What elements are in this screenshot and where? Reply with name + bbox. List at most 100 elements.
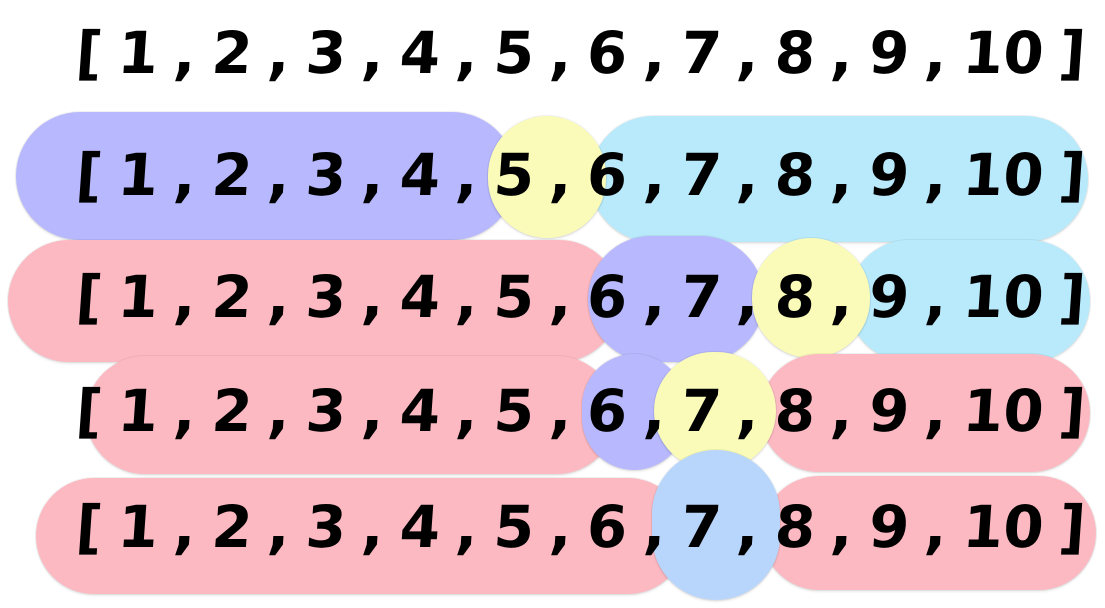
comma: , bbox=[922, 141, 950, 209]
comma: , bbox=[359, 377, 387, 445]
array-element-7: 7 bbox=[678, 377, 725, 445]
array-row-3: [1,2,3,4,5,6,7,8,9,10] bbox=[74, 252, 1089, 342]
comma: , bbox=[359, 263, 387, 331]
array-element-2: 2 bbox=[209, 377, 255, 445]
close-bracket: ] bbox=[1056, 263, 1089, 331]
comma: , bbox=[265, 141, 293, 209]
array-element-9: 9 bbox=[866, 19, 912, 87]
comma: , bbox=[828, 377, 856, 445]
comma: , bbox=[547, 19, 575, 87]
array-element-4: 4 bbox=[397, 263, 443, 331]
comma: , bbox=[922, 19, 950, 87]
comma: , bbox=[547, 141, 575, 209]
array-element-6: 6 bbox=[585, 19, 631, 87]
row3-discarded-highlight bbox=[8, 240, 620, 362]
array-element-6: 6 bbox=[585, 141, 631, 209]
array-element-2: 2 bbox=[209, 141, 255, 209]
array-element-2: 2 bbox=[209, 493, 255, 561]
array-element-8: 8 bbox=[772, 19, 818, 87]
comma: , bbox=[734, 263, 762, 331]
comma: , bbox=[922, 377, 950, 445]
array-element-9: 9 bbox=[866, 377, 912, 445]
comma: , bbox=[453, 263, 481, 331]
comma: , bbox=[171, 377, 199, 445]
array-element-10: 10 bbox=[960, 377, 1046, 445]
array-element-3: 3 bbox=[303, 141, 349, 209]
open-bracket: [ bbox=[73, 377, 105, 445]
array-element-8: 8 bbox=[772, 493, 818, 561]
close-bracket: ] bbox=[1056, 377, 1089, 445]
array-element-5: 5 bbox=[491, 377, 537, 445]
array-element-1: 1 bbox=[115, 377, 161, 445]
array-row-4: [1,2,3,4,5,6,7,8,9,10] bbox=[73, 366, 1089, 456]
row3-right-half-highlight bbox=[848, 240, 1090, 362]
array-element-10: 10 bbox=[960, 19, 1046, 87]
comma: , bbox=[547, 263, 575, 331]
array-element-1: 1 bbox=[115, 19, 161, 87]
array-element-4: 4 bbox=[397, 19, 443, 87]
comma: , bbox=[828, 493, 856, 561]
row2-midpoint-highlight bbox=[488, 116, 606, 238]
array-element-10: 10 bbox=[960, 141, 1046, 209]
array-element-1: 1 bbox=[115, 493, 161, 561]
comma: , bbox=[734, 141, 762, 209]
array-element-3: 3 bbox=[303, 493, 349, 561]
open-bracket: [ bbox=[73, 141, 105, 209]
array-element-3: 3 bbox=[303, 377, 349, 445]
comma: , bbox=[641, 19, 668, 87]
array-element-7: 7 bbox=[678, 19, 725, 87]
comma: , bbox=[828, 141, 856, 209]
comma: , bbox=[265, 377, 293, 445]
comma: , bbox=[265, 263, 293, 331]
array-element-7: 7 bbox=[678, 141, 725, 209]
array-element-4: 4 bbox=[397, 493, 443, 561]
comma: , bbox=[641, 377, 668, 445]
row5-found-highlight bbox=[652, 450, 780, 600]
array-row-2: [1,2,3,4,5,6,7,8,9,10] bbox=[73, 130, 1089, 220]
array-element-3: 3 bbox=[303, 19, 349, 87]
array-element-7: 7 bbox=[678, 493, 725, 561]
row4-discarded-left-highlight bbox=[86, 356, 616, 474]
array-row-2-text: [1,2,3,4,5,6,7,8,9,10] bbox=[73, 130, 1089, 220]
comma: , bbox=[265, 493, 293, 561]
comma: , bbox=[547, 377, 575, 445]
comma: , bbox=[641, 263, 668, 331]
array-element-5: 5 bbox=[491, 493, 537, 561]
comma: , bbox=[453, 493, 481, 561]
close-bracket: ] bbox=[1056, 141, 1089, 209]
comma: , bbox=[453, 377, 481, 445]
array-element-8: 8 bbox=[772, 377, 818, 445]
array-element-6: 6 bbox=[585, 263, 631, 331]
comma: , bbox=[922, 493, 950, 561]
comma: , bbox=[171, 263, 199, 331]
open-bracket: [ bbox=[73, 493, 105, 561]
array-element-9: 9 bbox=[866, 493, 912, 561]
array-element-2: 2 bbox=[209, 263, 255, 331]
comma: , bbox=[734, 377, 762, 445]
close-bracket: ] bbox=[1056, 493, 1089, 561]
row4-discarded-right-highlight bbox=[760, 354, 1090, 472]
array-element-1: 1 bbox=[115, 263, 161, 331]
array-element-7: 7 bbox=[678, 263, 725, 331]
array-row-4-text: [1,2,3,4,5,6,7,8,9,10] bbox=[73, 366, 1089, 456]
array-element-6: 6 bbox=[585, 493, 631, 561]
array-element-3: 3 bbox=[303, 263, 349, 331]
comma: , bbox=[453, 141, 481, 209]
array-row-1-text: [1,2,3,4,5,6,7,8,9,10] bbox=[74, 8, 1089, 98]
array-element-5: 5 bbox=[491, 141, 537, 209]
comma: , bbox=[734, 493, 762, 561]
row2-right-half-highlight bbox=[590, 116, 1088, 242]
comma: , bbox=[547, 493, 575, 561]
array-element-9: 9 bbox=[866, 263, 912, 331]
comma: , bbox=[734, 19, 762, 87]
comma: , bbox=[171, 493, 199, 561]
comma: , bbox=[359, 141, 387, 209]
array-element-2: 2 bbox=[209, 19, 255, 87]
comma: , bbox=[922, 263, 950, 331]
array-row-5: [1,2,3,4,5,6,7,8,9,10] bbox=[73, 482, 1089, 572]
array-row-3-text: [1,2,3,4,5,6,7,8,9,10] bbox=[74, 252, 1089, 342]
array-element-4: 4 bbox=[397, 141, 443, 209]
array-element-8: 8 bbox=[772, 141, 818, 209]
array-element-1: 1 bbox=[115, 141, 161, 209]
